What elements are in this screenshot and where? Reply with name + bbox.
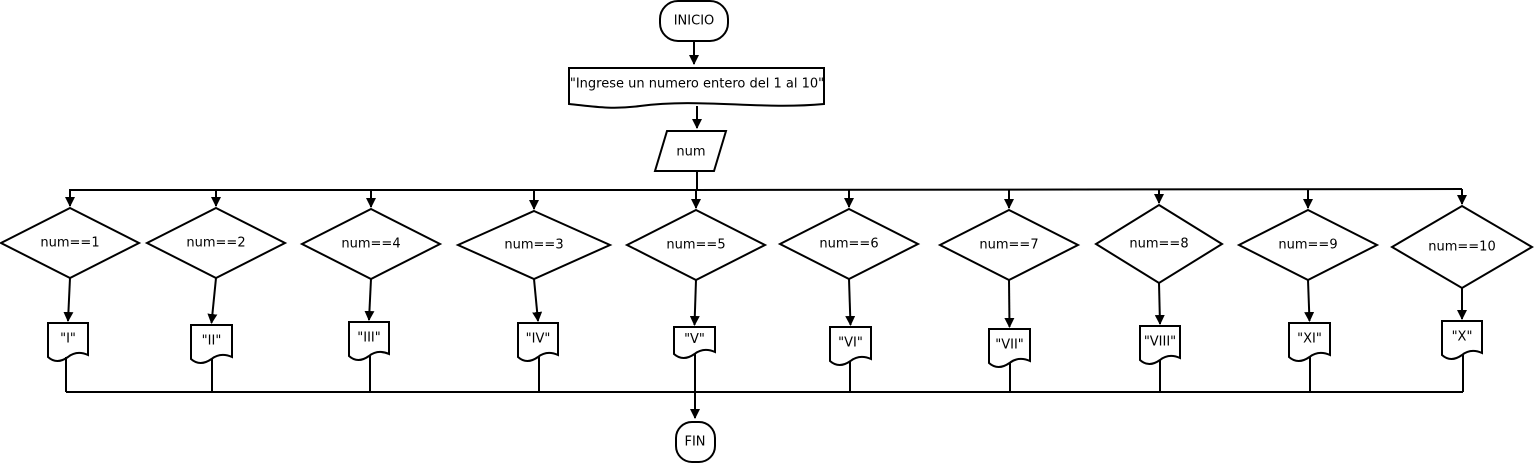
branch-8: num==8 "VIII" [1094, 189, 1224, 392]
decision-condition-label: num==10 [1428, 240, 1495, 255]
input-label: num [676, 145, 705, 160]
distribution-bus-line [70, 188, 1463, 191]
start-label: INICIO [674, 14, 715, 29]
branch-10: num==10 "X" [1390, 189, 1534, 392]
arrow-decision-to-output [845, 278, 856, 326]
output-label: "III" [357, 331, 380, 346]
output-label: "V" [684, 332, 705, 347]
output-label: "II" [202, 334, 222, 349]
prompt-label: "Ingrese un numero entero del 1 al 10" [570, 77, 824, 92]
output-label: "XI" [1297, 332, 1322, 347]
branch-5: num==5 "V" [624, 189, 768, 392]
branch-2: num==2 "II" [144, 189, 288, 392]
output-document [47, 322, 89, 362]
branch-1: num==1 "I" [0, 189, 142, 392]
output-document [1288, 322, 1331, 362]
output-label: "VII" [995, 338, 1024, 353]
decision-condition-label: num==1 [40, 236, 99, 251]
arrow-decision-to-output [532, 278, 543, 322]
output-document [673, 326, 716, 359]
output-document [517, 322, 559, 362]
output-label: "VI" [838, 336, 863, 351]
arrow-decision-to-output [689, 279, 700, 326]
decision-condition-label: num==5 [666, 238, 725, 253]
output-document [190, 324, 233, 364]
output-label: "X" [1452, 330, 1473, 345]
decision-condition-label: num==9 [1278, 238, 1337, 253]
branch-4: num==3 "IV" [455, 189, 613, 392]
decision-condition-label: num==2 [186, 236, 245, 251]
branch-3: num==4 "III" [299, 189, 443, 392]
start-node: INICIO [659, 0, 729, 42]
decision-condition-label: num==7 [979, 238, 1038, 253]
arrow-decision-to-output [1304, 279, 1315, 322]
end-node: FIN [675, 421, 716, 463]
output-label: "VIII" [1144, 335, 1176, 350]
output-document [1441, 320, 1483, 360]
arrow-decision-to-output [63, 277, 74, 322]
output-document [348, 321, 390, 361]
branch-7: num==7 "VII" [937, 189, 1081, 392]
branch-9: num==9 "XI" [1236, 189, 1380, 392]
output-document [1139, 325, 1181, 365]
arrow-decision-to-output [207, 277, 218, 324]
decision-condition-label: num==4 [341, 237, 400, 252]
decision-condition-label: num==8 [1129, 237, 1188, 252]
output-document [829, 326, 872, 366]
output-document [988, 328, 1031, 368]
end-label: FIN [684, 435, 705, 450]
decision-condition-label: num==3 [504, 238, 563, 253]
branch-6: num==6 "VI" [777, 189, 921, 392]
arrow-decision-to-output [364, 278, 375, 321]
prompt-display-node: "Ingrese un numero entero del 1 al 10" [568, 67, 825, 109]
arrow-decision-to-output [1154, 282, 1165, 325]
decision-condition-label: num==6 [819, 237, 878, 252]
input-node: num [653, 130, 728, 172]
branches-layer: num==1 "I" num==2 "II" num==4 "III" num==3 "IV"… [0, 188, 1534, 393]
output-label: "IV" [526, 332, 551, 347]
output-label: "I" [60, 332, 76, 347]
arrow-decision-to-output [1004, 279, 1015, 328]
